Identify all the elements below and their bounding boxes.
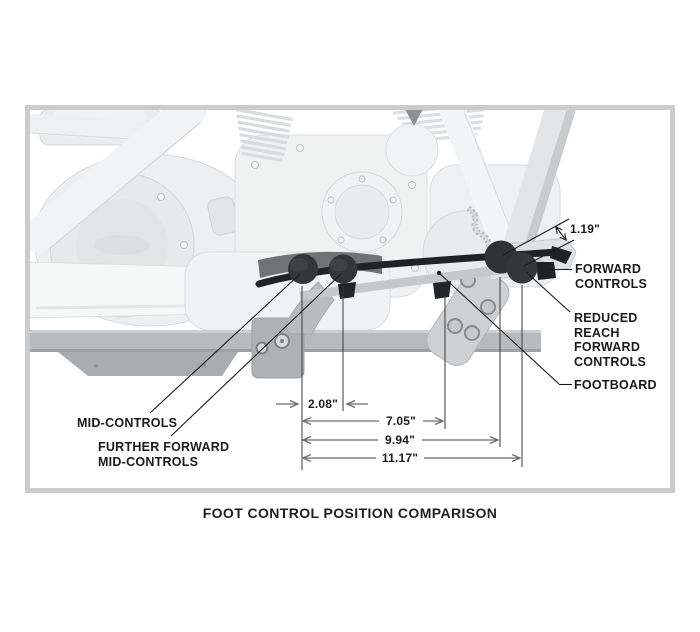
dim1-right-head [345, 399, 356, 409]
downtube-edge [48, 121, 202, 250]
forward-peg-mount [536, 262, 556, 280]
offset-extension-lower [523, 239, 575, 267]
frame-border [25, 105, 675, 493]
offset-arrowhead-up [555, 226, 563, 234]
skid-plate [58, 352, 238, 376]
dimension-lines [276, 399, 522, 463]
measurement-2-08: 2.08" [307, 397, 339, 411]
offset-arrow-shaft [555, 226, 567, 241]
front-cylinder-fins [235, 108, 294, 163]
torx-bolts [447, 272, 496, 341]
label-further-forward-line1: FURTHER FORWARD [98, 440, 230, 454]
rear-downtube-shade [522, 106, 576, 257]
cover-slot [94, 235, 150, 255]
linkage-end-hook [550, 246, 572, 264]
label-reduced-reach-line3: FORWARD [574, 340, 641, 354]
offset-arrowhead-down [559, 233, 567, 241]
measurement-11-17: 11.17" [381, 451, 419, 465]
label-footboard: FOOTBOARD [574, 378, 657, 392]
bracket-bolt-dot [280, 339, 284, 343]
measurement-peg-offset: 1.19" [570, 222, 601, 236]
seat-tube-edge [463, 110, 518, 247]
extension-lines [301, 277, 523, 470]
offset-extension-upper [502, 218, 570, 256]
label-reduced-reach-line2: REACH [574, 325, 620, 340]
seat-tube [439, 96, 519, 263]
callout-line-mid-controls [149, 273, 301, 414]
label-forward-controls-line2: CONTROLS [575, 276, 648, 291]
front-fender-tube [19, 114, 160, 142]
label-forward-controls-line1: FORWARD [575, 262, 642, 276]
footpeg-mid-highlight [290, 258, 308, 272]
label-mid-controls: MID-CONTROLS [77, 416, 178, 430]
linkage-clamp-2 [433, 281, 451, 299]
dim3-right-head [489, 435, 500, 445]
label-reduced-reach: REDUCED REACH FORWARD CONTROLS [574, 311, 646, 369]
intake-cover [385, 123, 439, 177]
label-reduced-reach-line1: REDUCED [574, 311, 638, 325]
label-forward-controls: FORWARD CONTROLS [575, 262, 647, 291]
footpeg-ff-highlight [330, 258, 348, 272]
v-notch [405, 109, 423, 126]
bracket-bolt-2 [255, 341, 269, 355]
callout-lines [149, 218, 575, 437]
measurement-7-05: 7.05" [385, 414, 417, 428]
linkage-clamp [338, 282, 356, 299]
dim4-right-head [511, 453, 522, 463]
dim1-left-head [289, 399, 300, 409]
label-further-forward-line2: MID-CONTROLS [98, 454, 199, 469]
cam-cover-inner [334, 184, 390, 240]
label-reduced-reach-line4: CONTROLS [574, 354, 647, 369]
dim2-right-head [434, 416, 445, 426]
measurement-9-94: 9.94" [384, 433, 416, 447]
callout-line-reduced-reach [525, 271, 571, 313]
rear-downtube [500, 94, 575, 271]
footboard-point [436, 270, 442, 276]
label-further-forward: FURTHER FORWARD MID-CONTROLS [98, 440, 229, 469]
front-downtube [21, 92, 207, 253]
callout-line-footboard [438, 272, 560, 385]
skid-hole [94, 364, 98, 368]
callout-line-further-forward [170, 273, 342, 437]
diagram-caption: FOOT CONTROL POSITION COMPARISON [202, 505, 498, 521]
